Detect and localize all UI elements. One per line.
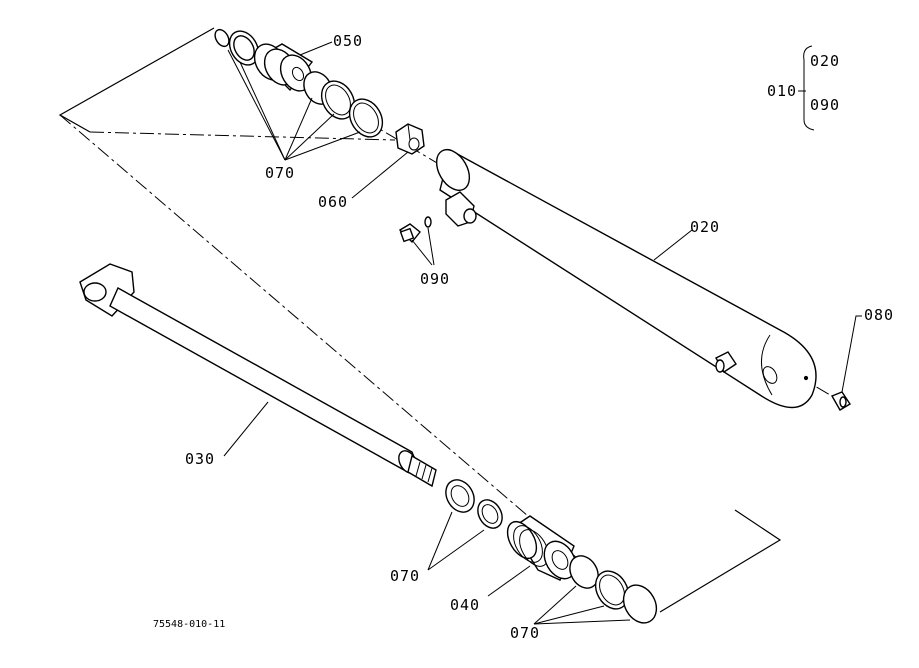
part-070-mid-rings — [445, 479, 503, 529]
leader-020 — [653, 229, 693, 261]
label-030: 030 — [185, 450, 215, 468]
part-070-bottom-seals — [569, 555, 658, 624]
legend-010: 010 020 090 — [767, 45, 840, 131]
label-040: 040 — [450, 596, 480, 614]
legend-label-020: 020 — [810, 52, 840, 70]
leader-030 — [223, 401, 269, 457]
leader-060 — [351, 151, 409, 199]
part-060-nut — [395, 123, 425, 155]
part-050-piston — [214, 28, 384, 138]
part-040-gland — [506, 515, 577, 581]
label-070-top: 070 — [265, 164, 295, 182]
label-090: 090 — [420, 270, 450, 288]
leaders-050-070-top — [227, 41, 361, 161]
part-020-cylinder-tube — [435, 148, 817, 409]
part-080-grease-nipple — [830, 391, 851, 411]
label-080: 080 — [864, 306, 894, 324]
figure-code: 75548-010-11 — [153, 619, 225, 630]
leader-040 — [487, 565, 531, 597]
label-020: 020 — [690, 218, 720, 236]
leaders-070-mid — [427, 511, 485, 571]
label-070-bottom: 070 — [510, 624, 540, 642]
label-050: 050 — [333, 32, 363, 50]
part-090-plug — [398, 216, 432, 244]
label-010: 010 — [767, 82, 797, 100]
leaders-090 — [411, 227, 435, 266]
part-030-piston-rod — [79, 263, 437, 488]
label-070-mid: 070 — [390, 567, 420, 585]
legend-label-090: 090 — [810, 96, 840, 114]
label-060: 060 — [318, 193, 348, 211]
leaders-070-bottom — [533, 585, 631, 625]
leader-080 — [841, 315, 862, 393]
